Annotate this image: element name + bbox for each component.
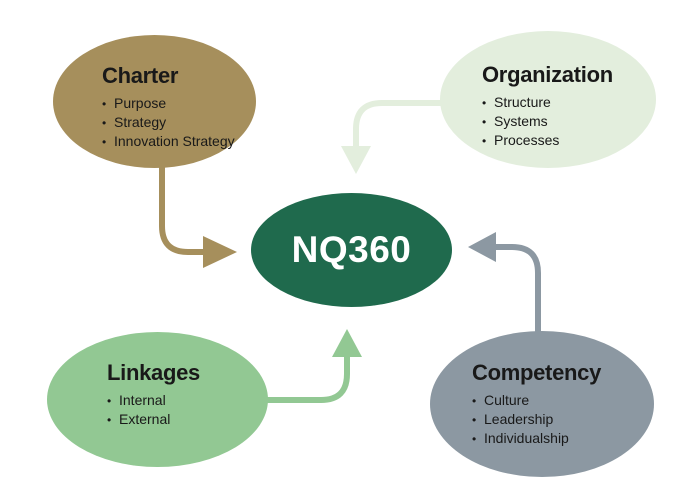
node-title: Charter <box>102 63 179 88</box>
arrow-charter-to-center <box>159 150 237 268</box>
bullet-item: • Leadership <box>472 410 654 429</box>
arrow-organization-to-center <box>341 100 452 174</box>
bullet-item: • Processes <box>482 131 656 150</box>
bullet-item: • Innovation Strategy <box>102 132 256 151</box>
bullet-dot: • <box>482 96 487 111</box>
bullet-label: Processes <box>494 132 560 149</box>
arrow-competency-to-center <box>468 232 541 344</box>
bullet-label: Individualship <box>484 430 569 447</box>
arrow-linkages-to-center <box>256 329 362 403</box>
bullet-dot: • <box>482 134 487 149</box>
bullet-label: Purpose <box>114 95 167 112</box>
bullet-dot: • <box>107 413 112 428</box>
arrow-line <box>353 100 452 148</box>
bullet-dot: • <box>102 116 107 131</box>
node-title: Organization <box>482 62 613 87</box>
bullet-item: • Systems <box>482 112 656 131</box>
node-competency: Competency • Culture • Leadership • Individ… <box>430 331 654 477</box>
arrow-line <box>159 150 205 255</box>
bullet-dot: • <box>472 413 477 428</box>
arrow-line <box>256 355 350 403</box>
center-label: NQ360 <box>291 229 412 270</box>
node-title: Linkages <box>107 360 200 385</box>
bullet-item: • Culture <box>472 391 654 410</box>
bullet-item: • Structure <box>482 93 656 112</box>
bullet-label: External <box>119 411 171 428</box>
bullet-dot: • <box>102 97 107 112</box>
node-organization: Organization • Structure • Systems • Proces… <box>440 31 656 168</box>
bullet-label: Strategy <box>114 114 167 131</box>
bullet-label: Structure <box>494 94 551 111</box>
arrowhead-down-icon <box>341 146 371 174</box>
bullet-label: Systems <box>494 113 548 130</box>
bullet-item: • External <box>107 410 268 429</box>
arrowhead-up-icon <box>332 329 362 357</box>
bullet-dot: • <box>472 394 477 409</box>
bullet-label: Innovation Strategy <box>114 133 235 150</box>
arrowhead-left-icon <box>468 232 496 262</box>
bullet-dot: • <box>472 432 477 447</box>
bullet-dot: • <box>107 394 112 409</box>
node-charter: Charter • Purpose • Strategy • Innovation S… <box>53 35 256 168</box>
bullet-item: • Strategy <box>102 113 256 132</box>
bullet-item: • Internal <box>107 391 268 410</box>
node-center: NQ360 <box>251 193 452 307</box>
bullet-label: Leadership <box>484 411 554 428</box>
bullet-dot: • <box>482 115 487 130</box>
arrowhead-right-icon <box>203 236 237 268</box>
arrow-line <box>494 244 541 344</box>
node-title: Competency <box>472 360 602 385</box>
node-linkages: Linkages • Internal • External <box>47 332 268 467</box>
bullet-item: • Individualship <box>472 429 654 448</box>
bullet-label: Culture <box>484 392 530 409</box>
bullet-label: Internal <box>119 392 166 409</box>
bullet-dot: • <box>102 135 107 150</box>
bullet-item: • Purpose <box>102 94 256 113</box>
